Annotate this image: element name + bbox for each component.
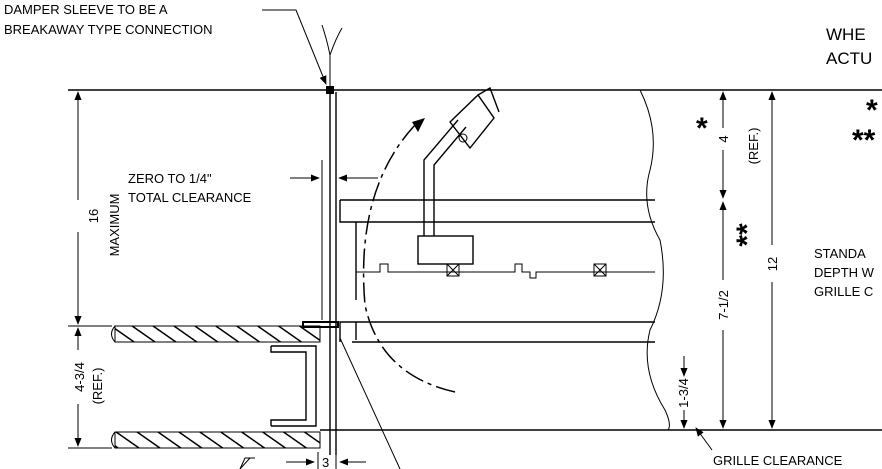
break-line — [639, 89, 670, 431]
sleeve-flange — [302, 321, 339, 328]
actuator-handle — [449, 86, 500, 150]
edge-star-a: * — [866, 94, 878, 127]
standard-note-3: GRILLE C — [814, 284, 873, 299]
dim-grille-text: 1-3/4 — [676, 378, 691, 408]
damper-sleeve-callout-2: BREAKAWAY TYPE CONNECTION — [4, 22, 213, 37]
dim-wall-text: 4-3/4 — [72, 362, 87, 392]
right-note-1: WHE — [826, 25, 866, 44]
standard-note-2: DEPTH W — [814, 265, 875, 280]
fusible-link-2 — [593, 263, 607, 277]
dim-mid-text: 7-1/2 — [716, 290, 731, 320]
clearance-callout-1: ZERO TO 1/4" — [128, 171, 212, 186]
standard-note-1: STANDA — [814, 246, 866, 261]
blade-swing-arc — [362, 124, 456, 393]
actuator-arm — [423, 119, 467, 236]
actuator-box — [417, 235, 474, 265]
edge-star-b: ** — [852, 124, 876, 157]
damper-sleeve-callout-1: DAMPER SLEEVE TO BE A — [4, 2, 168, 17]
sleeve-leader — [262, 9, 327, 85]
damper-blade-line — [356, 263, 655, 279]
grille-clearance-label: GRILLE CLEARANCE — [713, 453, 843, 468]
right-note-2: ACTU — [826, 49, 872, 68]
dim-right-total: 12 — [765, 257, 780, 271]
hanger-wire — [321, 24, 343, 90]
clearance-callout-2: TOTAL CLEARANCE — [128, 190, 252, 205]
double-star-marker: ** — [731, 223, 764, 247]
damper-housing — [339, 199, 655, 343]
wall-top-hatch — [114, 325, 321, 343]
dim-16-text: 16 — [86, 209, 101, 223]
wall-channel — [270, 345, 317, 427]
dim-top-ref-note: (REF.) — [746, 128, 761, 165]
wall-bottom-hatch — [114, 431, 321, 449]
dim-16-note: MAXIMUM — [107, 194, 122, 257]
dim-wall-note: (REF.) — [90, 368, 105, 405]
dim-bottom-text: 3 — [322, 455, 329, 469]
single-star-marker: * — [696, 112, 708, 145]
actuator-pivot — [458, 133, 468, 143]
dim-top-ref: 4 — [716, 135, 731, 142]
